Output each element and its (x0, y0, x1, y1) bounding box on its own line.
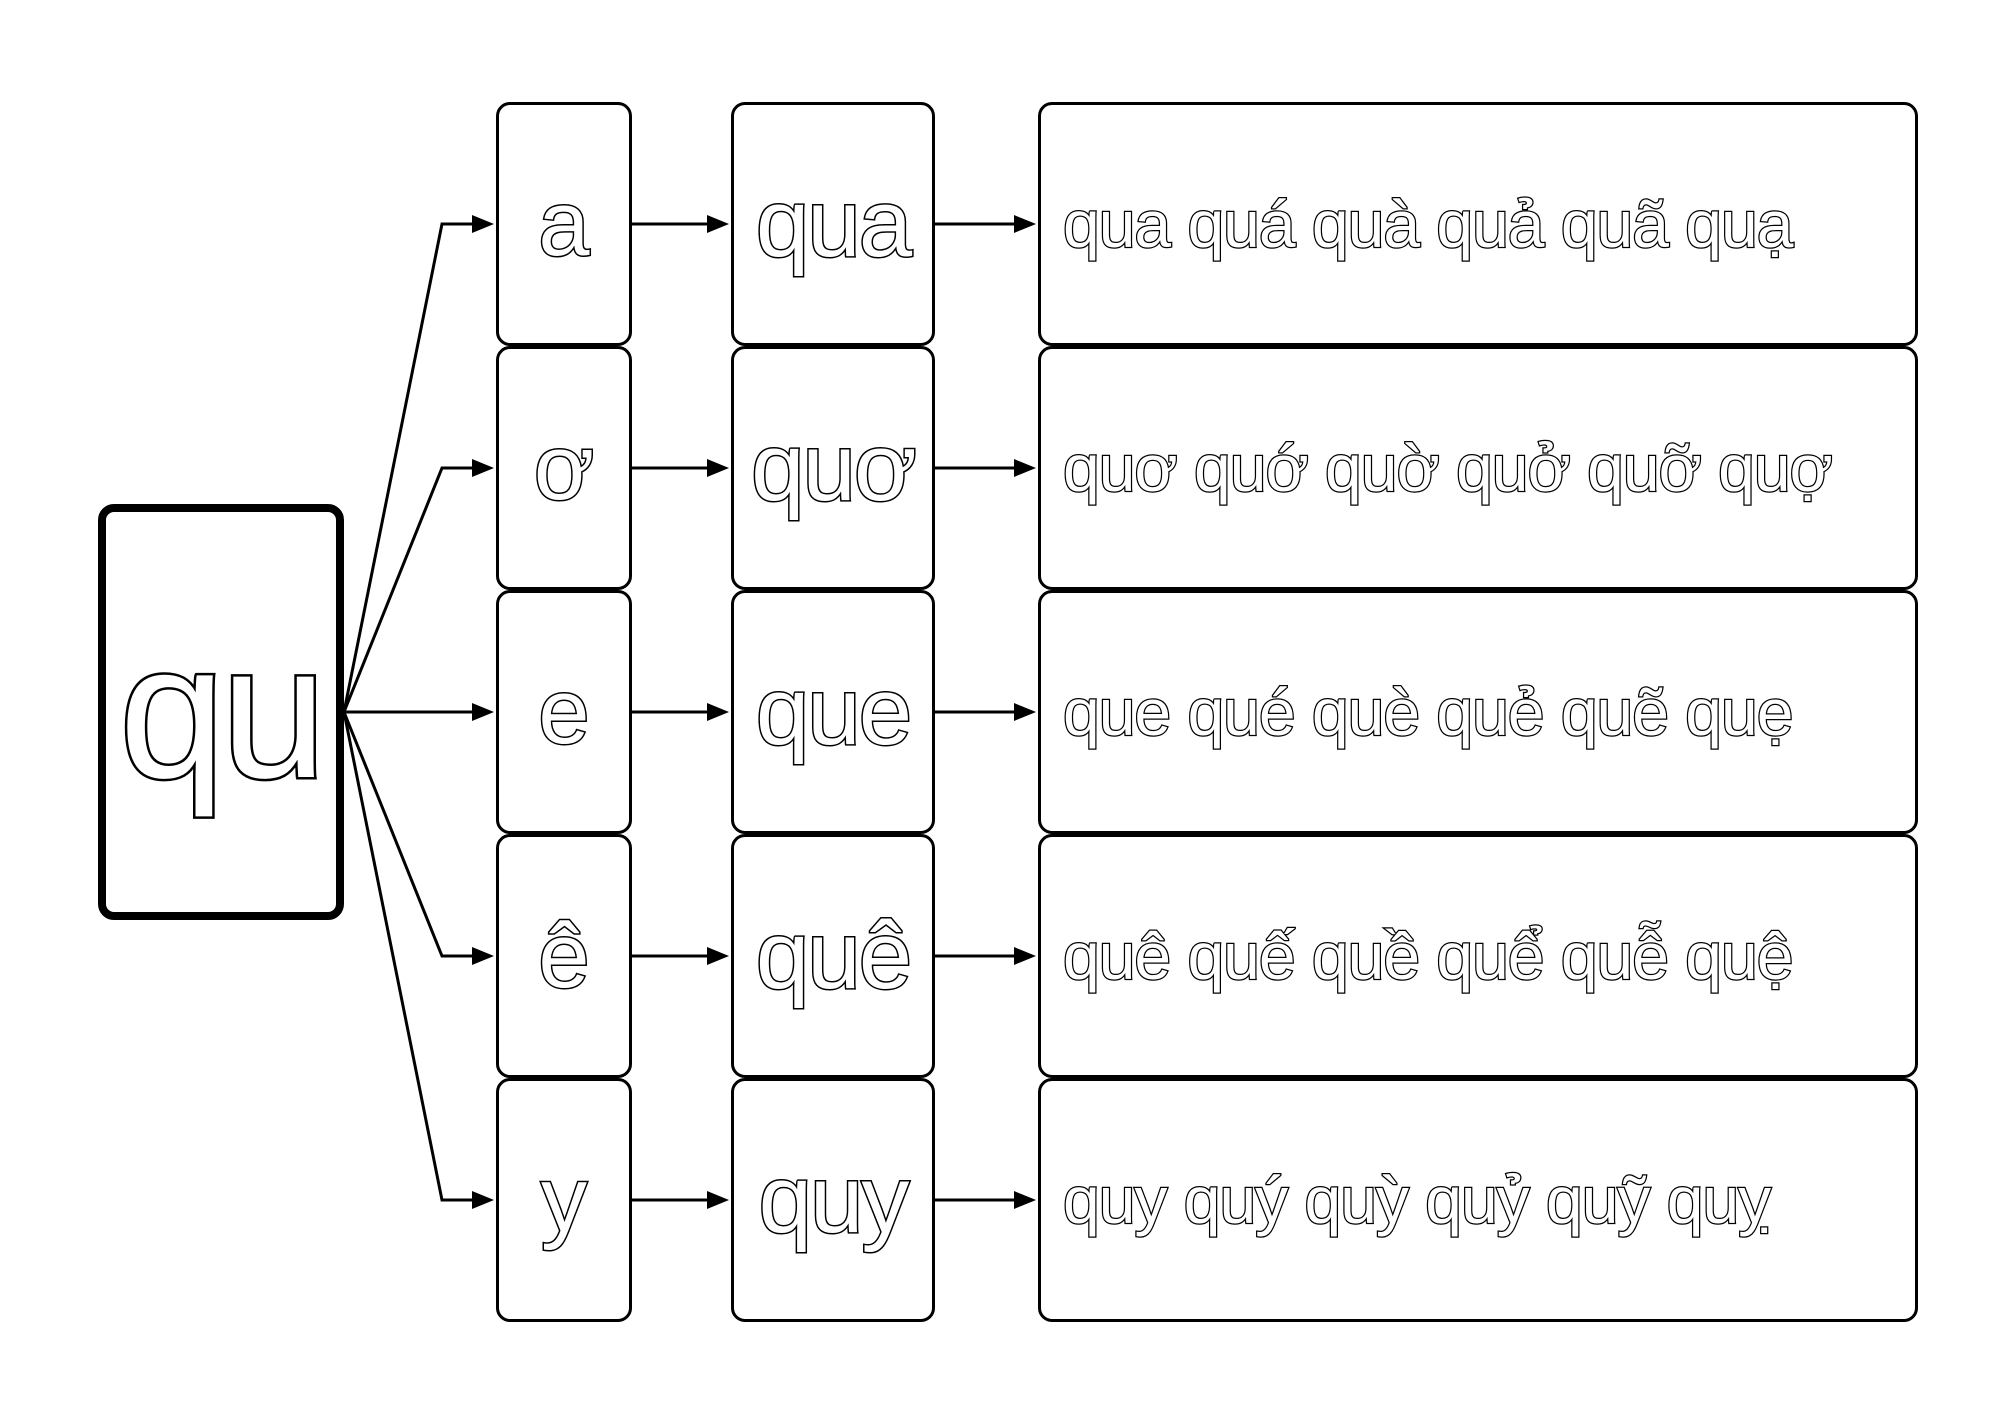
root-to-vowel-arrowhead (472, 459, 494, 477)
root-to-vowel-arrowhead (472, 215, 494, 233)
syllable-to-tones-arrowhead (1014, 215, 1036, 233)
syllable-box-quy: quy (731, 1078, 935, 1322)
syllable-box-qua: qua (731, 102, 935, 346)
syllable-to-tones-arrowhead (1014, 947, 1036, 965)
root-box-qu: qu (98, 504, 344, 920)
root-to-vowel-line (342, 222, 476, 713)
root-label: qu (117, 606, 329, 818)
syllable-box-quo-horn: quơ (731, 346, 935, 590)
syllable-box-que: que (731, 590, 935, 834)
syllable-to-tones-arrowhead (1014, 459, 1036, 477)
syllable-box-que-circumflex: quê (731, 834, 935, 1078)
vowel-label: ê (537, 905, 591, 1007)
tones-box-que: que qué què quẻ quẽ quẹ (1038, 590, 1918, 834)
vowel-to-syllable-arrowhead (707, 459, 729, 477)
vowel-box-e-circumflex: ê (496, 834, 632, 1078)
tones-box-quo-horn: quơ quớ quờ quở quỡ quợ (1038, 346, 1918, 590)
vowel-box-o-horn: ơ (496, 346, 632, 590)
vowel-label: a (537, 173, 591, 275)
vowel-label: y (540, 1149, 589, 1251)
root-to-vowel-line (342, 711, 476, 958)
tones-label: que qué què quẻ quẽ quẹ (1062, 675, 1795, 749)
vowel-label: e (537, 661, 591, 763)
vowel-to-syllable-arrowhead (707, 947, 729, 965)
vowel-label: ơ (532, 417, 595, 519)
tones-label: quy quý quỳ quỷ quỹ quỵ (1062, 1163, 1773, 1237)
root-to-vowel-arrowhead (472, 947, 494, 965)
syllable-to-tones-arrowhead (1014, 703, 1036, 721)
tones-box-quy: quy quý quỳ quỷ quỹ quỵ (1038, 1078, 1918, 1322)
tones-label: quơ quớ quờ quở quỡ quợ (1062, 431, 1834, 505)
vowel-to-syllable-arrowhead (707, 1191, 729, 1209)
vowel-to-syllable-arrowhead (707, 215, 729, 233)
vowel-box-a: a (496, 102, 632, 346)
tones-box-qua: qua quá quà quả quã quạ (1038, 102, 1918, 346)
syllable-label: quê (754, 902, 913, 1009)
root-to-vowel-line (342, 711, 476, 1202)
tones-box-que-circumflex: quê quế quề quể quễ quệ (1038, 834, 1918, 1078)
syllable-label: quơ (750, 414, 919, 521)
root-to-vowel-arrowhead (472, 1191, 494, 1209)
vowel-box-y: y (496, 1078, 632, 1322)
vowel-box-e: e (496, 590, 632, 834)
root-to-vowel-line (342, 466, 476, 713)
vowel-to-syllable-arrowhead (707, 703, 729, 721)
syllable-label: que (754, 658, 913, 765)
syllable-label: quy (757, 1146, 911, 1253)
tones-label: qua quá quà quả quã quạ (1062, 187, 1795, 261)
syllable-to-tones-arrowhead (1014, 1191, 1036, 1209)
tones-label: quê quế quề quể quễ quệ (1062, 919, 1795, 993)
root-to-vowel-arrowhead (472, 703, 494, 721)
syllable-label: qua (754, 170, 913, 277)
